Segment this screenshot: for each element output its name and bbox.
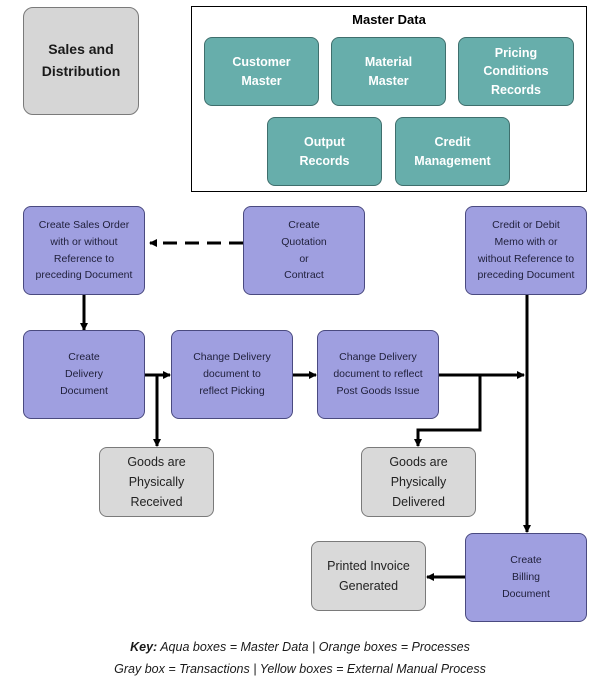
create-quotation-box: Create Quotation or Contract <box>243 206 365 295</box>
material-master-box: Material Master <box>331 37 446 106</box>
arrow-pgi-to-goods-delivered <box>414 375 482 447</box>
key-line-2: Gray box = Transactions | Yellow boxes =… <box>0 662 600 676</box>
key-label: Key: <box>130 640 158 654</box>
sales-distribution-box: Sales and Distribution <box>23 7 139 115</box>
printed-invoice-box: Printed Invoice Generated <box>311 541 426 611</box>
customer-master-box: Customer Master <box>204 37 319 106</box>
create-billing-box: Create Billing Document <box>465 533 587 622</box>
master-data-title: Master Data <box>352 12 426 27</box>
credit-debit-memo-box: Credit or Debit Memo with or without Ref… <box>465 206 587 295</box>
credit-management-box: Credit Management <box>395 117 510 186</box>
output-records-box: Output Records <box>267 117 382 186</box>
pricing-conditions-box: Pricing Conditions Records <box>458 37 574 106</box>
key-line-1: Key: Aqua boxes = Master Data | Orange b… <box>0 640 600 654</box>
change-delivery-picking-box: Change Delivery document to reflect Pick… <box>171 330 293 419</box>
create-delivery-box: Create Delivery Document <box>23 330 145 419</box>
goods-delivered-box: Goods are Physically Delivered <box>361 447 476 517</box>
change-delivery-pgi-box: Change Delivery document to reflect Post… <box>317 330 439 419</box>
key-line-2-text: Gray box = Transactions | Yellow boxes =… <box>114 662 486 676</box>
goods-received-box: Goods are Physically Received <box>99 447 214 517</box>
key-line-1-text: Aqua boxes = Master Data | Orange boxes … <box>160 640 470 654</box>
create-sales-order-box: Create Sales Order with or without Refer… <box>23 206 145 295</box>
